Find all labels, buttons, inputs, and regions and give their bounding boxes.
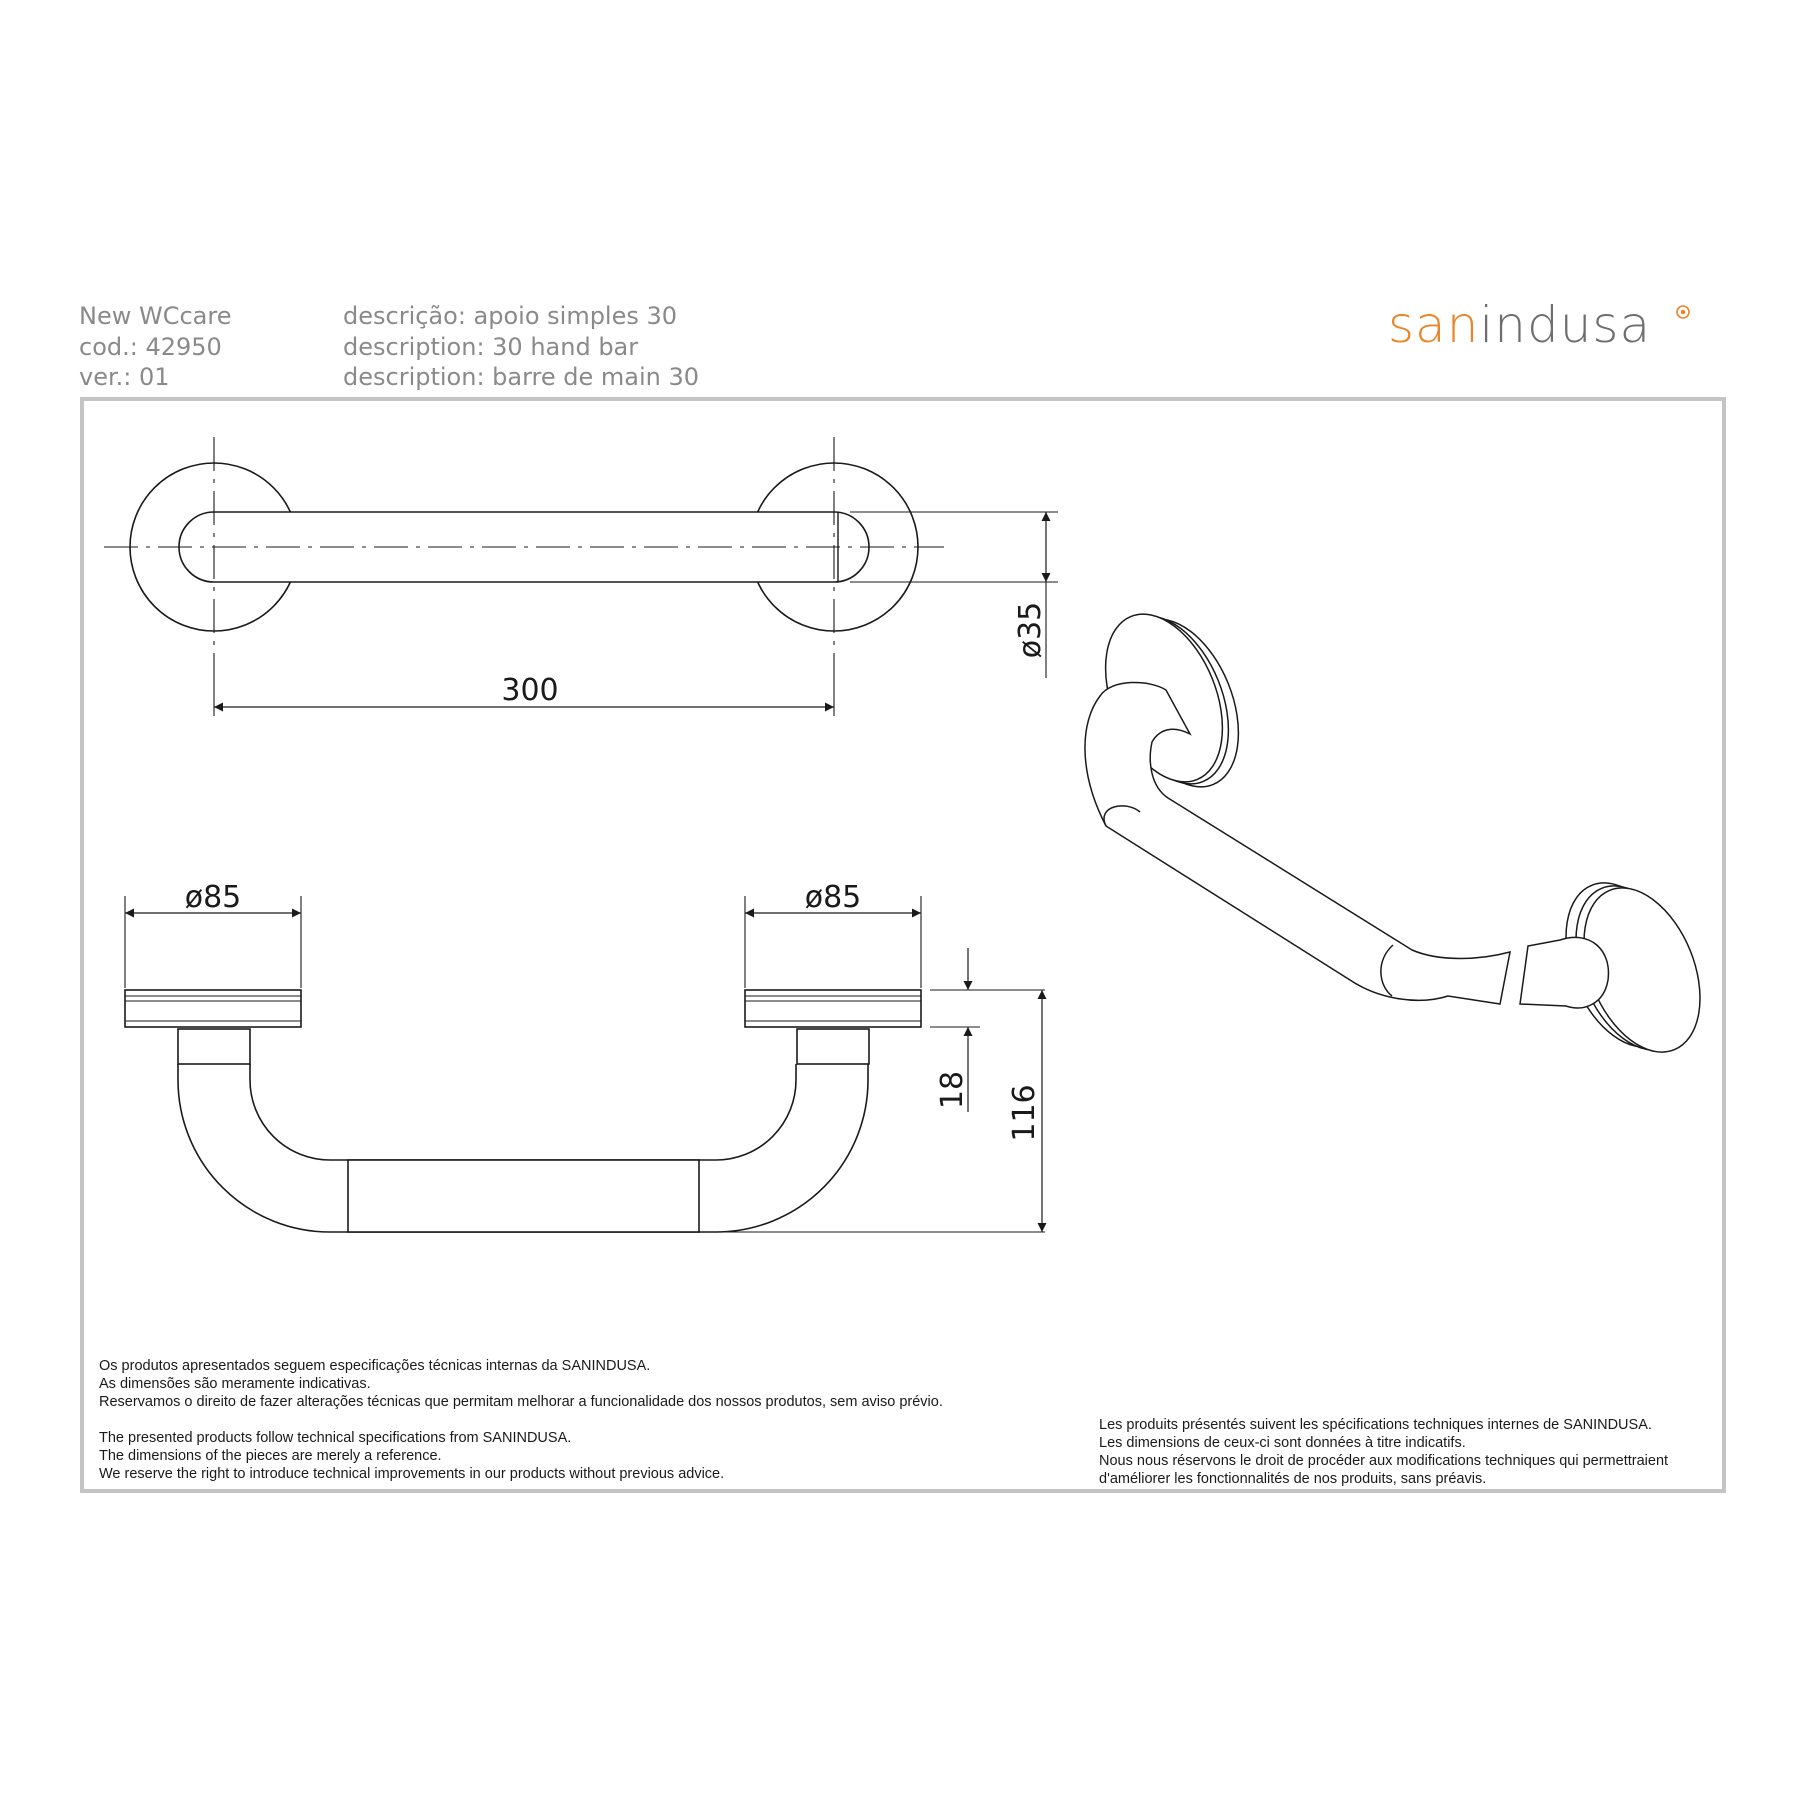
product-version: ver.: 01 bbox=[79, 363, 170, 391]
front-view bbox=[124, 896, 1047, 1233]
description-fr: description: barre de main 30 bbox=[343, 363, 700, 391]
note-en-2: The dimensions of the pieces are merely … bbox=[99, 1448, 442, 1464]
logo-part-san: san bbox=[1388, 296, 1480, 354]
front-left-flange bbox=[124, 989, 302, 1028]
legal-notes-left: Os produtos apresentados seguem especifi… bbox=[99, 1357, 943, 1483]
description-en: description: 30 hand bar bbox=[343, 332, 639, 361]
product-descriptions: descrição: apoio simples 30 description:… bbox=[343, 301, 699, 393]
note-fr-1: Les produits présentés suivent les spéci… bbox=[1099, 1417, 1652, 1433]
front-right-flange bbox=[744, 989, 922, 1028]
logo-mark-icon bbox=[1676, 305, 1690, 319]
dim-label-85-left: ø85 bbox=[185, 880, 242, 915]
note-pt-3: Reservamos o direito de fazer alterações… bbox=[99, 1394, 943, 1410]
dim-label-18: 18 bbox=[935, 1071, 970, 1109]
note-en-3: We reserve the right to introduce techni… bbox=[99, 1466, 725, 1482]
drawing-frame bbox=[80, 397, 1726, 1493]
product-line: New WCcare bbox=[79, 302, 232, 330]
sanindusa-logo: sanindusa bbox=[1388, 296, 1651, 354]
note-pt-1: Os produtos apresentados seguem especifi… bbox=[99, 1358, 651, 1374]
note-fr-4: d'améliorer les fonctionnalités de nos p… bbox=[1099, 1471, 1487, 1487]
product-info: New WCcare cod.: 42950 ver.: 01 bbox=[79, 301, 231, 393]
front-right-post bbox=[796, 1028, 870, 1065]
iso-bar bbox=[1084, 681, 1511, 1005]
iso-right-flange bbox=[1565, 882, 1701, 1053]
front-grip bbox=[347, 1159, 700, 1233]
note-fr-3: Nous nous réservons le droit de procéder… bbox=[1099, 1453, 1669, 1469]
legal-notes-right: Les produits présentés suivent les spéci… bbox=[1099, 1416, 1668, 1488]
isometric-view bbox=[1084, 613, 1701, 1053]
note-en-1: The presented products follow technical … bbox=[99, 1430, 572, 1446]
dim-label-300: 300 bbox=[501, 673, 558, 708]
dim-label-116: 116 bbox=[1007, 1084, 1042, 1141]
dim-label-35: ø35 bbox=[1013, 602, 1048, 659]
note-pt-2: As dimensões são meramente indicativas. bbox=[99, 1376, 371, 1392]
iso-right-post bbox=[1519, 936, 1610, 1009]
logo-part-indusa: indusa bbox=[1479, 296, 1652, 354]
top-view bbox=[104, 437, 1058, 716]
note-fr-2: Les dimensions de ceux-ci sont données à… bbox=[1099, 1435, 1466, 1451]
front-left-post bbox=[177, 1028, 251, 1065]
product-code: cod.: 42950 bbox=[79, 332, 222, 361]
dim-label-85-right: ø85 bbox=[805, 880, 862, 915]
description-pt: descrição: apoio simples 30 bbox=[343, 302, 678, 330]
